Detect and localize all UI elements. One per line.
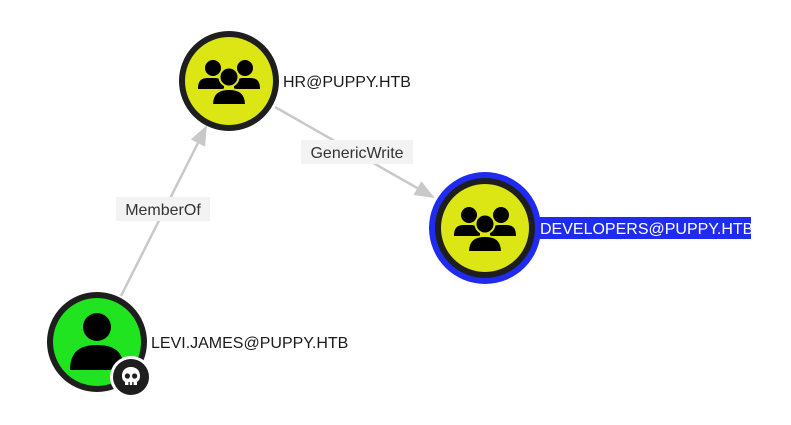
node-levi[interactable]: LEVI.JAMES@PUPPY.HTB	[47, 292, 348, 398]
node-hr[interactable]: HR@PUPPY.HTB	[179, 31, 411, 131]
group-icon	[454, 207, 516, 253]
edge-label-memberof-text: MemberOf	[125, 202, 201, 219]
edge-label-memberof-bg	[116, 197, 210, 221]
node-levi-label[interactable]: LEVI.JAMES@PUPPY.HTB	[151, 335, 348, 352]
edge-label-genericwrite-text: GenericWrite	[310, 145, 403, 162]
edge-label-genericwrite-bg	[301, 140, 413, 164]
group-icon	[198, 60, 260, 106]
edge-label-genericwrite[interactable]: GenericWrite	[301, 140, 413, 164]
skull-icon	[122, 367, 140, 385]
node-developers-label[interactable]: DEVELOPERS@PUPPY.HTB	[540, 221, 753, 238]
edge-label-memberof[interactable]: MemberOf	[116, 197, 210, 221]
node-developers-label-highlight	[537, 217, 751, 239]
node-hr-label[interactable]: HR@PUPPY.HTB	[283, 74, 411, 91]
owned-badge	[110, 356, 152, 398]
user-icon	[70, 313, 124, 370]
node-developers[interactable]: DEVELOPERS@PUPPY.HTB	[429, 172, 753, 284]
